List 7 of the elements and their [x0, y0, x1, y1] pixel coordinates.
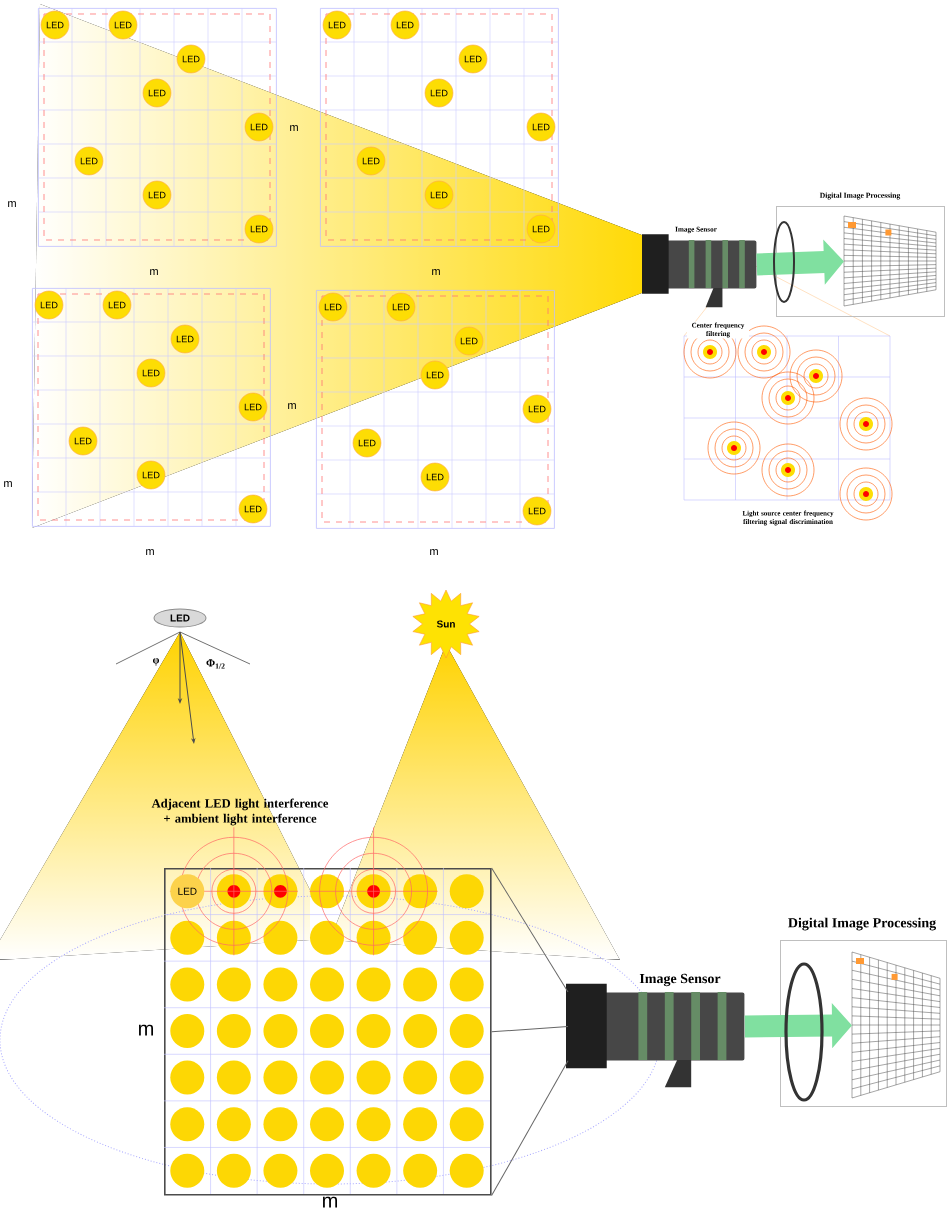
- sensor-grid-drawing: [843, 215, 937, 307]
- dimension-label: m: [323, 1196, 337, 1208]
- sight-line: [491, 1025, 569, 1033]
- sensor-grid-drawing: [851, 951, 941, 1099]
- sight-line: [491, 1060, 569, 1197]
- sight-line: [491, 867, 569, 993]
- dimension-label: m: [139, 1024, 153, 1036]
